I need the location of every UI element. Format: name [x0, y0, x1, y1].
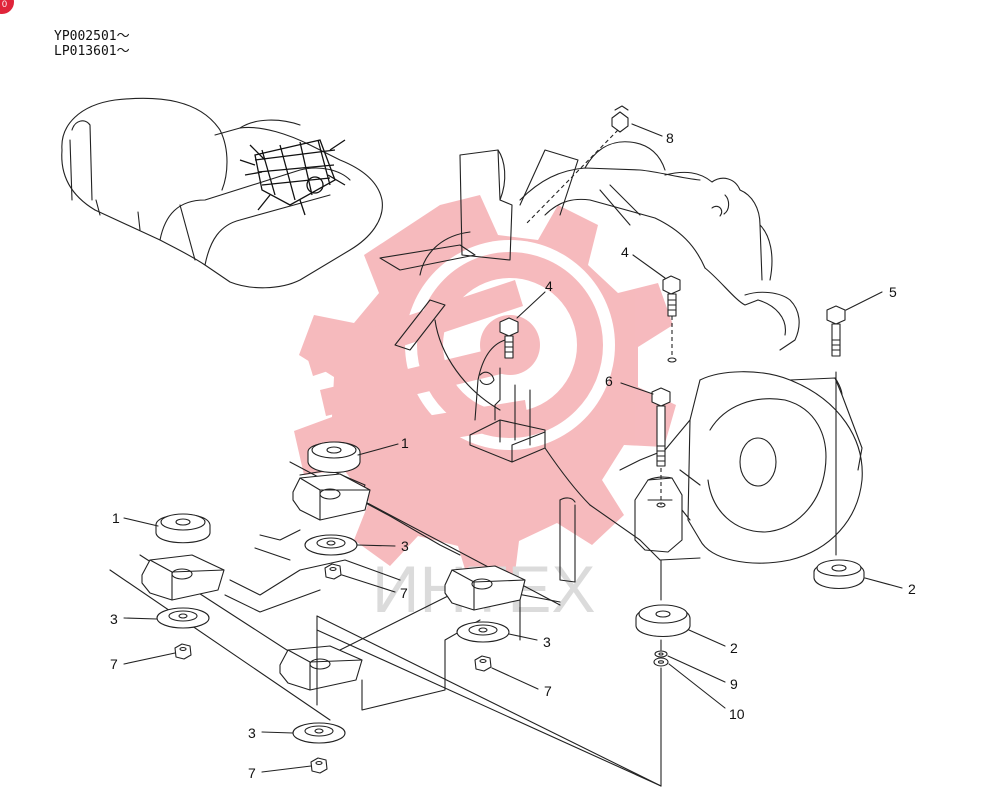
cushion-part-3-bottom: [261, 722, 346, 744]
callout-10: 10: [729, 706, 745, 722]
cushion-part-3-right: [456, 621, 538, 643]
nut-part-7-center: [324, 563, 396, 593]
cushion-part-1-left: [123, 513, 211, 544]
cushion-part-3-center: [304, 534, 396, 556]
washer-part-9: [654, 650, 726, 683]
callout-8: 8: [666, 130, 674, 146]
watermark-logo: ИНТЕХ: [294, 195, 676, 626]
callout-2-center: 2: [730, 640, 738, 656]
serial-range-1: YP002501～: [54, 29, 130, 44]
callout-7-center: 7: [400, 585, 408, 601]
bolt-part-6: [620, 382, 671, 601]
callout-4-right: 4: [621, 244, 629, 260]
cushion-part-3-left: [123, 607, 210, 629]
callout-3-center: 3: [401, 538, 409, 554]
serial-range-2: LP013601～: [54, 44, 130, 59]
nut-part-7-bottom: [261, 757, 328, 774]
bolt-part-5: [826, 291, 883, 556]
nut-part-7-right: [474, 655, 539, 690]
cushion-part-2-center: [635, 604, 726, 651]
nut-part-7-left: [123, 643, 192, 665]
callout-7-left: 7: [110, 656, 118, 672]
corner-badge-text: 0: [2, 0, 8, 9]
bolt-part-8: [524, 105, 663, 226]
bolt-part-4-left: [499, 291, 546, 359]
base-frame: [109, 461, 662, 787]
callout-4-left: 4: [545, 278, 553, 294]
callout-6: 6: [605, 373, 613, 389]
callout-2-right: 2: [908, 581, 916, 597]
bolt-part-4-right: [632, 254, 681, 363]
callout-1-left: 1: [112, 510, 120, 526]
machine-overview-illustration: [61, 97, 383, 289]
engine-body: [379, 141, 863, 583]
callout-3-left: 3: [110, 611, 118, 627]
cushion-part-2-right: [813, 559, 903, 589]
callout-9: 9: [730, 676, 738, 692]
callout-7-bottom: 7: [248, 765, 256, 781]
cushion-part-1-top: [307, 441, 399, 473]
callout-7-right: 7: [544, 683, 552, 699]
callout-5: 5: [889, 284, 897, 300]
callout-3-bottom: 3: [248, 725, 256, 741]
callout-3-right: 3: [543, 634, 551, 650]
washer-part-10: [653, 657, 726, 787]
callout-1-top: 1: [401, 435, 409, 451]
